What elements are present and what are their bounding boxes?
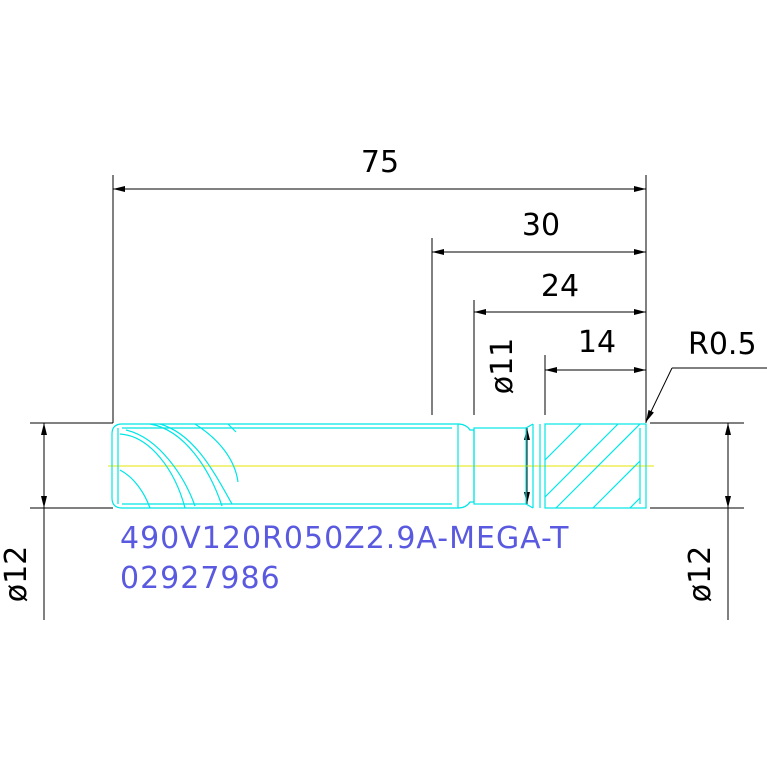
right-diameter-text: ø12 xyxy=(683,546,718,603)
dimension-left-diameter: ø12 xyxy=(0,423,47,603)
part-number-text: 490V120R050Z2.9A-MEGA-T xyxy=(120,521,569,556)
dimension-30-text: 30 xyxy=(522,208,560,243)
dimension-30: 30 xyxy=(432,208,646,255)
left-diameter-text: ø12 xyxy=(0,546,34,603)
dimension-14: 14 xyxy=(545,325,646,373)
cutting-head-hatch xyxy=(544,423,641,509)
dimension-right-diameter: ø12 xyxy=(683,423,731,603)
corner-radius-text: R0.5 xyxy=(688,327,757,362)
corner-radius-leader: R0.5 xyxy=(645,327,767,423)
neck-section xyxy=(473,427,527,505)
neck-diameter-text: ø11 xyxy=(485,338,520,395)
part-label: 490V120R050Z2.9A-MEGA-T 02927986 xyxy=(120,521,569,596)
dimension-neck-diameter: ø11 xyxy=(485,338,530,504)
dimension-75-text: 75 xyxy=(361,145,399,180)
tool-body xyxy=(108,423,654,509)
cutting-head xyxy=(544,423,647,509)
article-number-text: 02927986 xyxy=(120,561,281,596)
dimension-75: 75 xyxy=(113,145,646,192)
dimension-24: 24 xyxy=(474,269,646,315)
flute-spirals xyxy=(119,423,239,509)
dimension-14-text: 14 xyxy=(578,325,616,360)
shank-outline xyxy=(111,423,459,509)
dimension-24-text: 24 xyxy=(541,269,579,304)
